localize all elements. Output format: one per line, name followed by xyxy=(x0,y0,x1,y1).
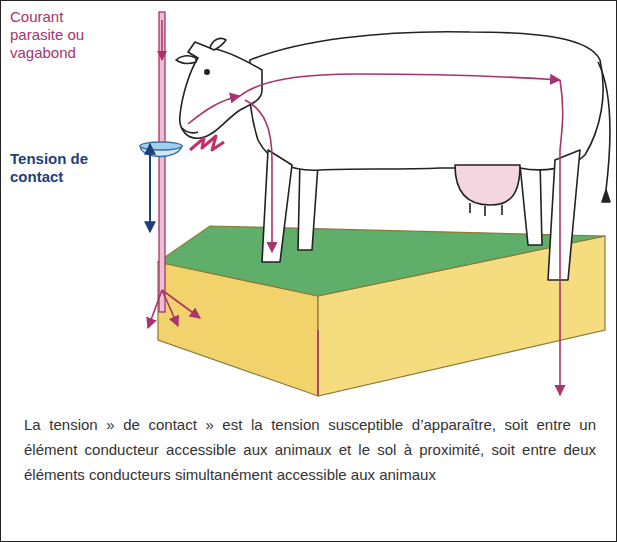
ground-slab xyxy=(158,226,605,396)
cow xyxy=(176,32,610,280)
caption: La tension » de contact » est la tension… xyxy=(24,412,596,487)
spark xyxy=(190,136,224,150)
current-path xyxy=(148,74,563,395)
current-label: Courant parasite ou vagabond xyxy=(10,8,90,62)
water-bowl xyxy=(140,142,182,157)
pole xyxy=(159,12,165,312)
tension-label: Tension de contact xyxy=(10,150,100,186)
tension-arrow xyxy=(149,144,151,232)
